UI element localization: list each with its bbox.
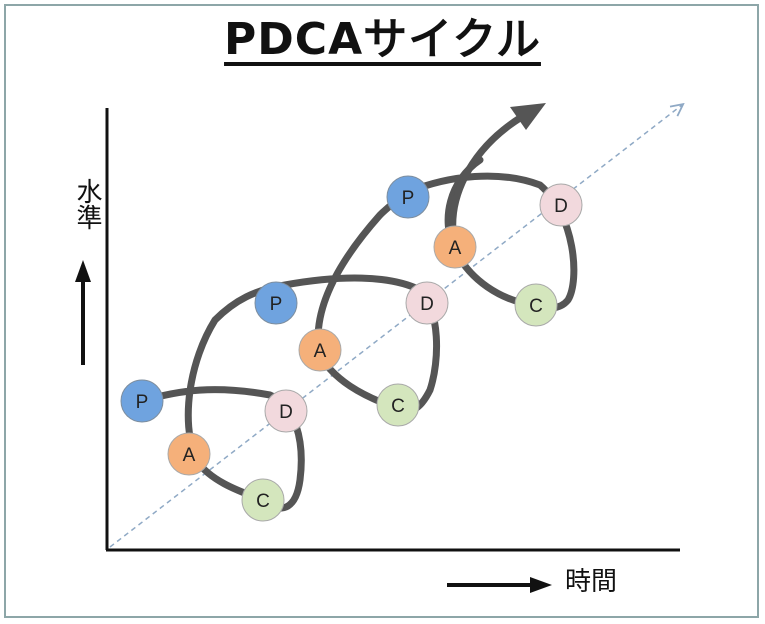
cycle-1-node-p-label: P <box>136 392 149 413</box>
cycle-1-node-c-label: C <box>256 491 270 512</box>
cycle-2-node-p <box>254 281 298 325</box>
x-axis-label: 時間 <box>565 567 618 597</box>
cycle-2-node-d-label: D <box>420 294 434 315</box>
cycle-3-node-p <box>386 175 430 219</box>
cycle-3-node-a-label: A <box>449 238 462 259</box>
y-axis-label: 水準 <box>72 178 102 230</box>
exit-arrow-head <box>510 103 546 130</box>
cycle-2-node-c <box>376 383 420 427</box>
cycle-2: P D C A <box>254 281 449 427</box>
cycle-3-node-a <box>433 225 477 269</box>
cycle-1-node-a <box>167 432 211 476</box>
cycle-1-node-d-label: D <box>279 402 293 423</box>
cycle-3-node-p-label: P <box>402 188 415 209</box>
cycle-1: P D C A <box>120 379 308 522</box>
exit-arrow-path <box>449 114 524 249</box>
cycle-2-node-p-label: P <box>270 294 283 315</box>
cycle-2-node-a <box>298 328 342 372</box>
cycle-3-node-d-label: D <box>554 196 568 217</box>
cycle-3-node-c-label: C <box>529 296 543 317</box>
trend-dashed-line <box>109 105 682 548</box>
cycle-1-node-c <box>241 478 285 522</box>
cycle-3-node-d <box>539 183 583 227</box>
y-up-arrow-head <box>75 260 91 282</box>
diagram-frame <box>4 4 759 618</box>
cycle-1-node-p <box>120 379 164 423</box>
cycle-3: P D C A <box>386 175 583 327</box>
cycle-1-node-a-label: A <box>183 445 196 466</box>
cycle-3-node-c <box>514 283 558 327</box>
cycle-2-node-a-label: A <box>314 341 327 362</box>
diagram-title: PDCAサイクル <box>224 14 541 65</box>
cycle-2-node-d <box>405 281 449 325</box>
cycle-2-node-c-label: C <box>391 396 405 417</box>
x-right-arrow-head <box>530 577 552 593</box>
cycle-1-node-d <box>264 389 308 433</box>
